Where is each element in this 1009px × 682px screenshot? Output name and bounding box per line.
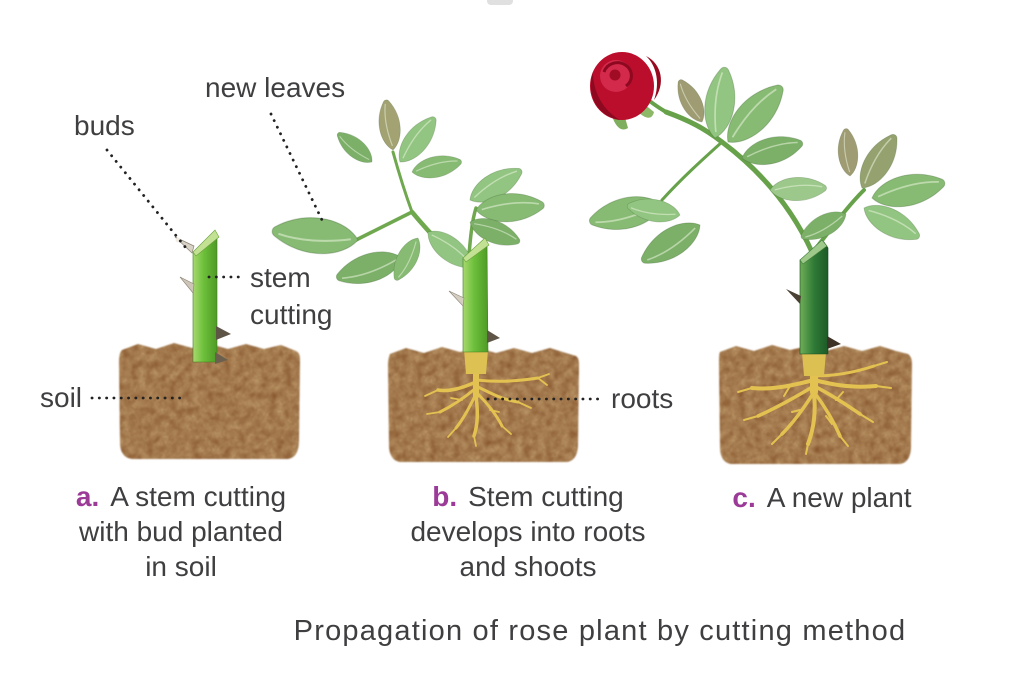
caption-b-text: Stem cutting — [468, 481, 624, 512]
caption-c-letter: c. — [732, 482, 756, 513]
bud-thorn-icon — [448, 290, 465, 307]
cropped-image-artifact — [487, 0, 513, 5]
leader-new-leaves — [269, 112, 324, 222]
caption-b-letter: b. — [432, 481, 458, 512]
caption-stage-b: b. Stem cutting develops into roots and s… — [388, 479, 668, 584]
bud-thorn-icon — [179, 276, 195, 294]
bud-thorn-icon — [827, 336, 841, 349]
bud-thorn-icon — [215, 352, 228, 364]
label-stem-cutting: stem cutting — [250, 262, 333, 330]
caption-a-letter: a. — [75, 481, 100, 512]
stem-cutting-a — [174, 229, 231, 364]
caption-b-line2: develops into roots — [410, 516, 646, 547]
soil-block-b — [388, 347, 579, 462]
caption-stage-a: a. A stem cutting with bud planted in soi… — [59, 479, 303, 584]
figure-title: Propagation of rose plant by cutting met… — [293, 615, 907, 647]
bud-thorn-icon — [216, 326, 231, 340]
caption-a-line1: a. A stem cutting — [59, 479, 303, 514]
leader-lines — [90, 112, 604, 401]
stem-c — [786, 239, 841, 376]
stage-c-figure — [585, 52, 949, 464]
stage-b-figure — [269, 97, 579, 462]
stem-cutting-b — [448, 237, 500, 374]
caption-stage-c: c. A new plant — [692, 480, 952, 515]
label-roots: roots — [611, 383, 674, 414]
rose-flower-icon — [590, 52, 661, 130]
caption-a-text: A stem cutting — [110, 481, 287, 512]
label-buds: buds — [74, 110, 135, 141]
bud-thorn-icon — [487, 330, 500, 343]
label-new-leaves: new leaves — [205, 72, 346, 103]
caption-c-text: A new plant — [766, 482, 912, 513]
caption-c-line1: c. A new plant — [692, 480, 952, 515]
stage-a-figure — [119, 229, 300, 459]
bud-thorn-icon — [786, 289, 801, 304]
label-soil: soil — [40, 382, 83, 413]
caption-b-line1: b. Stem cutting — [388, 479, 668, 514]
caption-b-line3: and shoots — [459, 551, 597, 582]
leader-buds — [105, 148, 188, 250]
caption-a-line2: with bud planted — [79, 516, 283, 547]
caption-a-line3: in soil — [145, 551, 217, 582]
soil-block-a — [119, 343, 300, 459]
